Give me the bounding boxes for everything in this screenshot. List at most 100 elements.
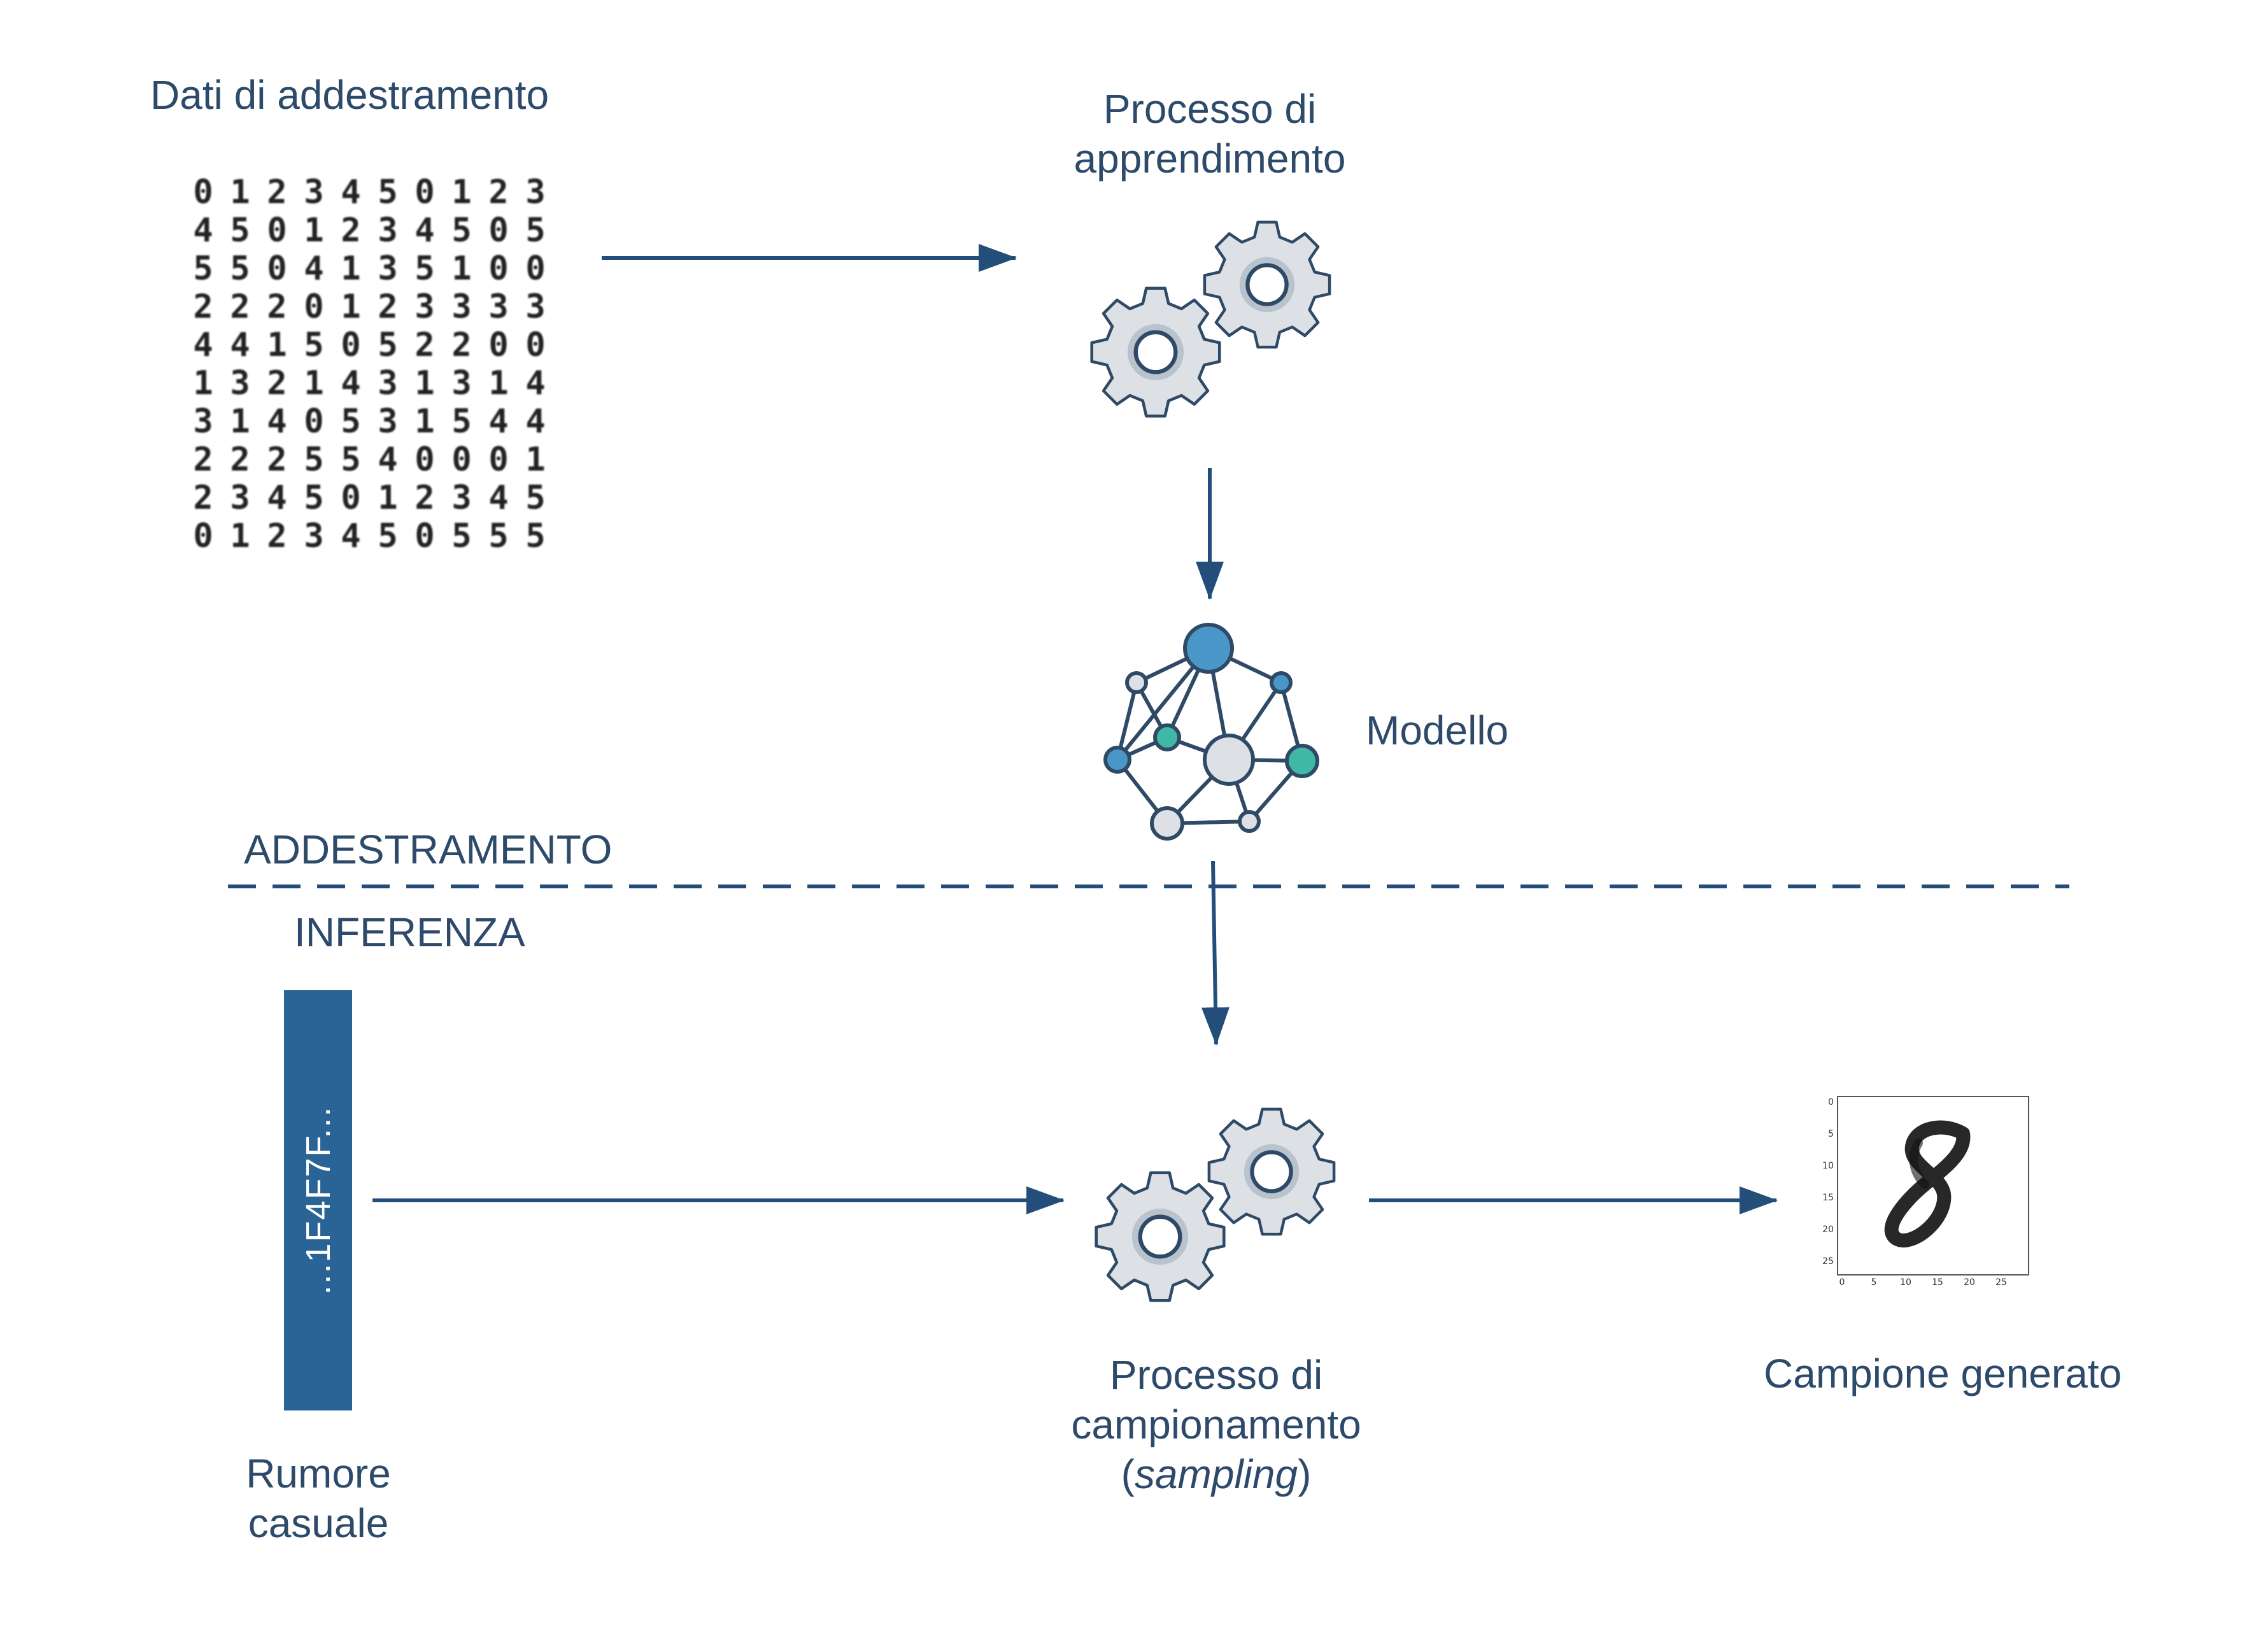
digit-cell: 1 — [230, 402, 250, 441]
digit-cell: 0 — [488, 211, 509, 250]
digit-cell: 3 — [451, 288, 472, 326]
digit-cell: 5 — [451, 517, 472, 555]
y-tick-label: 0 — [1828, 1097, 1834, 1107]
digit-cell: 0 — [415, 173, 435, 211]
digit-cell: 5 — [525, 479, 546, 517]
digit-cell: 2 — [341, 211, 361, 250]
digit-cell: 0 — [488, 441, 509, 479]
learning-label-line1: Processo di — [1103, 86, 1317, 132]
digit-cell: 5 — [304, 441, 324, 479]
y-tick-label: 20 — [1822, 1225, 1834, 1235]
neural-network-icon — [1103, 623, 1319, 841]
digit-cell: 3 — [378, 211, 398, 250]
digit-cell: 2 — [267, 441, 287, 479]
digit-cell: 0 — [193, 173, 213, 211]
x-tick-label: 15 — [1932, 1277, 1943, 1286]
digit-cell: 4 — [341, 364, 361, 402]
digit-cell: 5 — [341, 441, 361, 479]
digit-cell: 4 — [378, 441, 398, 479]
digit-cell: 5 — [341, 402, 361, 441]
digit-cell: 5 — [230, 250, 250, 288]
digit-cell: 3 — [304, 173, 324, 211]
sampling-label-line2: campionamento — [1071, 1402, 1361, 1447]
digit-cell: 4 — [488, 479, 509, 517]
digit-cell: 0 — [193, 517, 213, 555]
digit-cell: 4 — [415, 211, 435, 250]
digit-cell: 2 — [193, 479, 213, 517]
training-section-label: ADDESTRAMENTO — [244, 827, 613, 872]
digit-cell: 0 — [488, 250, 509, 288]
digit-cell: 0 — [415, 441, 435, 479]
digit-cell: 3 — [415, 288, 435, 326]
digit-cell: 0 — [451, 441, 472, 479]
x-tick-label: 20 — [1964, 1277, 1975, 1286]
handwritten-eight-image — [1884, 1120, 1971, 1247]
learning-process-label: Processo di apprendimento — [1019, 84, 1401, 183]
x-tick-label: 5 — [1871, 1277, 1877, 1286]
digit-cell: 3 — [451, 364, 472, 402]
digit-cell: 5 — [304, 326, 324, 364]
x-tick-label: 25 — [1995, 1277, 2007, 1286]
digit-cell: 0 — [415, 517, 435, 555]
digit-cell: 3 — [193, 402, 213, 441]
y-tick-label: 15 — [1822, 1193, 1834, 1203]
digit-cell: 3 — [230, 364, 250, 402]
digit-cell: 1 — [451, 250, 472, 288]
digit-cell: 2 — [267, 517, 287, 555]
digit-cell: 5 — [525, 211, 546, 250]
digit-cell: 5 — [488, 517, 509, 555]
digit-cell: 4 — [341, 173, 361, 211]
digit-cell: 2 — [267, 288, 287, 326]
digit-cell: 3 — [488, 288, 509, 326]
digit-cell: 1 — [415, 364, 435, 402]
digit-cell: 2 — [451, 326, 472, 364]
digit-cell: 5 — [451, 211, 472, 250]
arrow-model-to-sampling — [1201, 860, 1230, 1046]
digit-cell: 1 — [525, 441, 546, 479]
digit-cell: 0 — [341, 326, 361, 364]
digit-cell: 1 — [341, 288, 361, 326]
digit-cell: 0 — [304, 402, 324, 441]
digit-cell: 4 — [525, 364, 546, 402]
digit-cell: 5 — [193, 250, 213, 288]
digit-cell: 3 — [230, 479, 250, 517]
digit-cell: 3 — [525, 288, 546, 326]
paren-open: ( — [1121, 1451, 1135, 1497]
digit-cell: 1 — [230, 173, 250, 211]
x-tick-label: 0 — [1839, 1277, 1845, 1286]
digit-cell: 3 — [378, 250, 398, 288]
learning-gears-icon — [1092, 222, 1329, 416]
digit-cell: 3 — [304, 517, 324, 555]
digit-cell: 4 — [341, 517, 361, 555]
digit-cell: 2 — [378, 288, 398, 326]
digit-cell: 0 — [525, 326, 546, 364]
noise-label-line1: Rumore — [246, 1451, 391, 1496]
digit-cell: 1 — [378, 479, 398, 517]
digit-cell: 4 — [193, 326, 213, 364]
y-tick-label: 10 — [1822, 1161, 1834, 1171]
digit-cell: 1 — [415, 402, 435, 441]
digit-cell: 0 — [488, 326, 509, 364]
paren-close: ) — [1298, 1451, 1312, 1497]
digit-cell: 4 — [193, 211, 213, 250]
y-tick-label: 5 — [1828, 1129, 1834, 1139]
digit-cell: 0 — [267, 250, 287, 288]
digit-cell: 3 — [378, 402, 398, 441]
sampling-label-line3: (sampling) — [993, 1449, 1439, 1499]
digit-cell: 5 — [378, 326, 398, 364]
digit-cell: 0 — [341, 479, 361, 517]
sampling-term: sampling — [1134, 1451, 1298, 1497]
digit-cell: 2 — [193, 441, 213, 479]
digit-cell: 1 — [304, 364, 324, 402]
digit-cell: 1 — [230, 517, 250, 555]
training-data-label: Dati di addestramento — [150, 72, 549, 118]
digit-cell: 4 — [488, 402, 509, 441]
sampling-label-line1: Processo di — [1109, 1352, 1323, 1398]
digit-cell: 2 — [415, 326, 435, 364]
digit-cell: 1 — [304, 211, 324, 250]
digit-cell: 5 — [378, 173, 398, 211]
digit-cell: 5 — [415, 250, 435, 288]
